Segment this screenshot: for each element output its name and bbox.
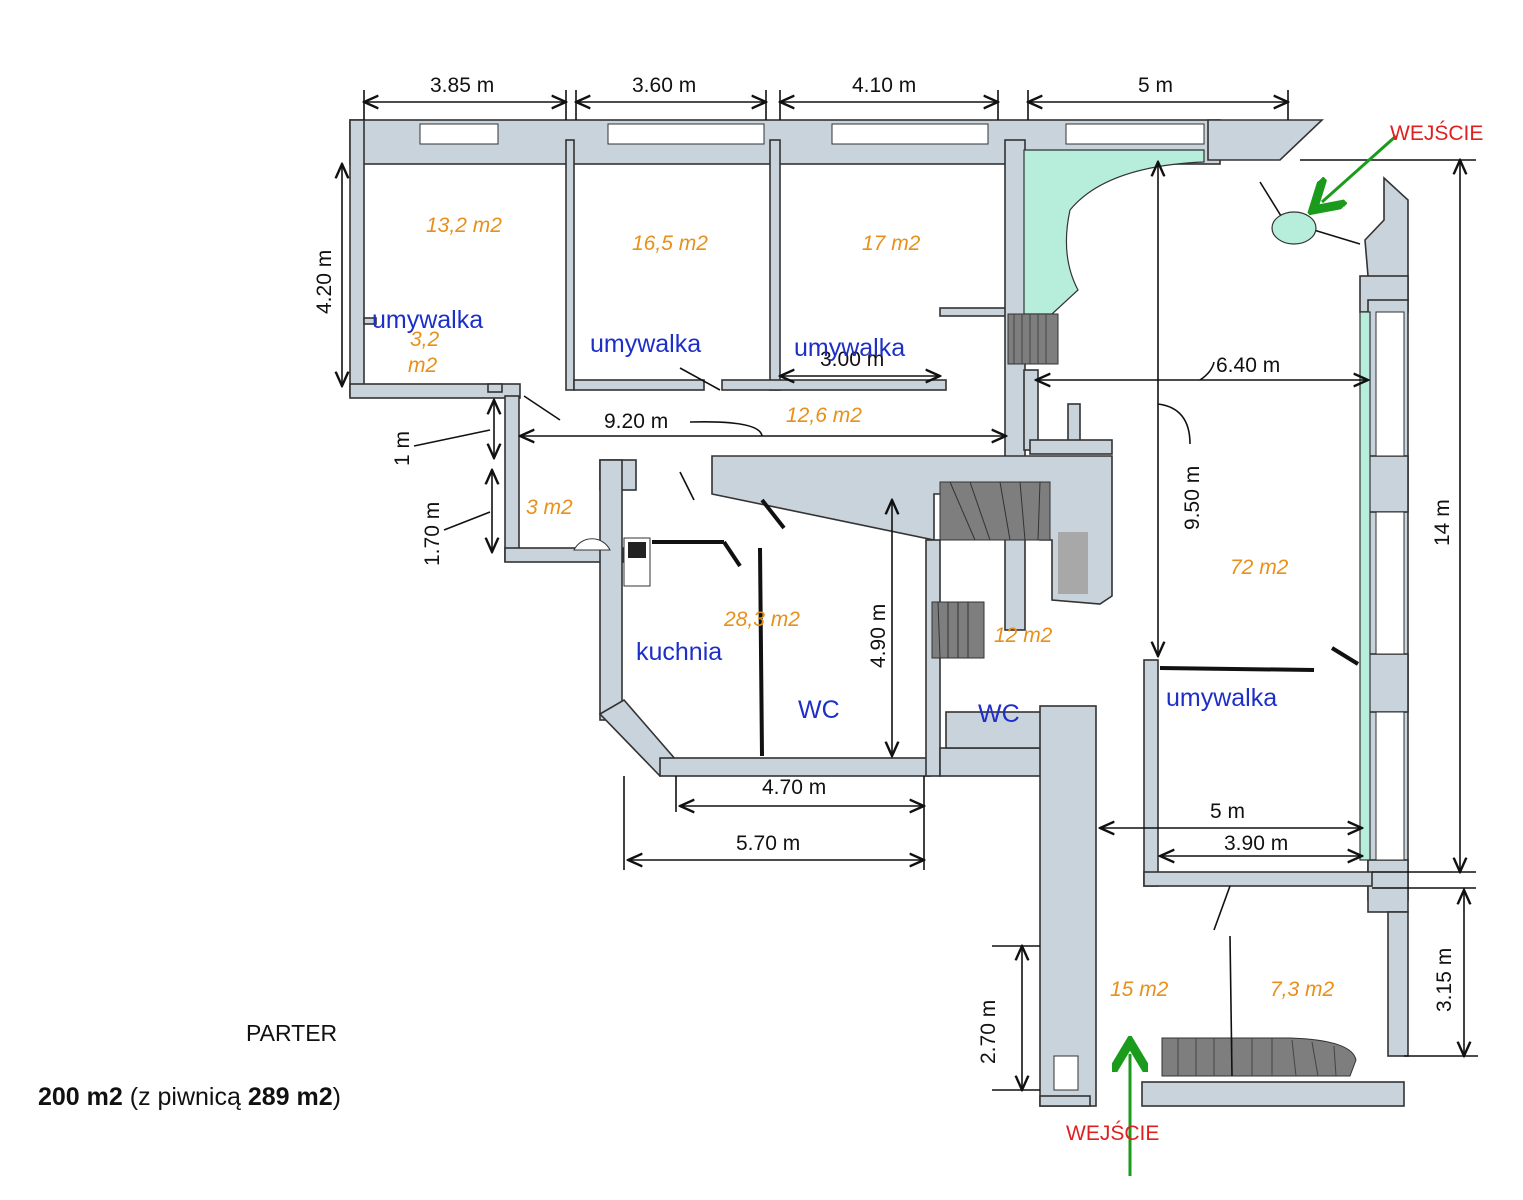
label-sink-3: umywalka — [794, 334, 905, 362]
dim-hall-width: 6.40 m — [1216, 354, 1280, 377]
entry-arrow-top-icon — [1322, 134, 1397, 202]
area-labels: 13,2 m2 16,5 m2 17 m2 3,2 m2 12,6 m2 3 m… — [408, 214, 1335, 1001]
dim-bottom-right-height: 3.15 m — [1433, 948, 1456, 1012]
dim-right-total: 14 m — [1431, 499, 1454, 546]
dim-kitchen-width-1: 4.70 m — [762, 776, 826, 799]
dim-kitchen-height: 4.90 m — [867, 604, 890, 668]
label-entry-bottom: WEJŚCIE — [1066, 1121, 1159, 1145]
dimension-labels: 3.85 m 3.60 m 4.10 m 5 m 4.20 m 1 m 1.70… — [313, 74, 1456, 1064]
area-room2: 16,5 m2 — [632, 232, 708, 255]
dim-corridor-width: 1 m — [391, 431, 414, 466]
area-bottom-right: 7,3 m2 — [1270, 978, 1335, 1001]
entry-labels: WEJŚCIE WEJŚCIE — [1066, 121, 1483, 1145]
label-sink-2: umywalka — [590, 330, 701, 358]
total-area-end: ) — [332, 1083, 341, 1111]
label-entry-top: WEJŚCIE — [1390, 121, 1483, 145]
label-sink-4: umywalka — [1166, 684, 1277, 712]
dim-corridor-length: 9.20 m — [604, 410, 668, 433]
area-corridor: 12,6 m2 — [786, 404, 862, 427]
area-room3: 17 m2 — [862, 232, 921, 255]
dim-lower-width-1: 5 m — [1210, 800, 1245, 823]
dim-kitchen-width-2: 5.70 m — [736, 832, 800, 855]
glass-areas — [1023, 149, 1371, 861]
label-wc-1: WC — [798, 696, 840, 724]
dim-left-height: 4.20 m — [313, 250, 336, 314]
total-area-text: 200 m2 (z piwnicą 289 m2) — [38, 1083, 341, 1112]
dim-top-3: 4.10 m — [852, 74, 916, 97]
total-area-cellar-value: 289 m2 — [247, 1083, 333, 1111]
floor-caption: PARTER — [246, 1020, 338, 1046]
right-windows — [1375, 311, 1405, 861]
doors — [523, 181, 1361, 1091]
round-table-icon — [1271, 211, 1317, 245]
area-bottom-left: 15 m2 — [1110, 978, 1169, 1001]
area-hall: 72 m2 — [1230, 556, 1289, 579]
area-kitchen: 28,3 m2 — [723, 608, 800, 631]
label-sink-1: umywalka — [372, 306, 483, 334]
area-stair-room: 12 m2 — [994, 624, 1053, 647]
dimension-lines — [342, 90, 1478, 1090]
dim-room3-width: 3.00 m — [820, 348, 884, 371]
area-bath-small-a: 3,2 — [410, 328, 440, 351]
area-bath-small-b: m2 — [408, 354, 437, 377]
dim-top-2: 3.60 m — [632, 74, 696, 97]
dim-hall-height: 9.50 m — [1181, 466, 1204, 530]
dim-top-1: 3.85 m — [430, 74, 494, 97]
total-area-mid: (z piwnicą — [122, 1083, 248, 1111]
dim-top-4: 5 m — [1138, 74, 1173, 97]
total-area-value: 200 m2 — [38, 1083, 123, 1111]
label-wc-2: WC — [978, 700, 1020, 728]
room-labels: umywalka umywalka umywalka umywalka kuch… — [372, 306, 1277, 728]
dim-small-height: 1.70 m — [421, 502, 444, 566]
dim-bottom-left-height: 2.70 m — [977, 1000, 1000, 1064]
area-room1: 13,2 m2 — [426, 214, 502, 237]
dim-lower-width-2: 3.90 m — [1224, 832, 1288, 855]
area-small: 3 m2 — [526, 496, 573, 519]
entry-arrows — [1130, 134, 1397, 1176]
label-kitchen: kuchnia — [636, 638, 722, 666]
